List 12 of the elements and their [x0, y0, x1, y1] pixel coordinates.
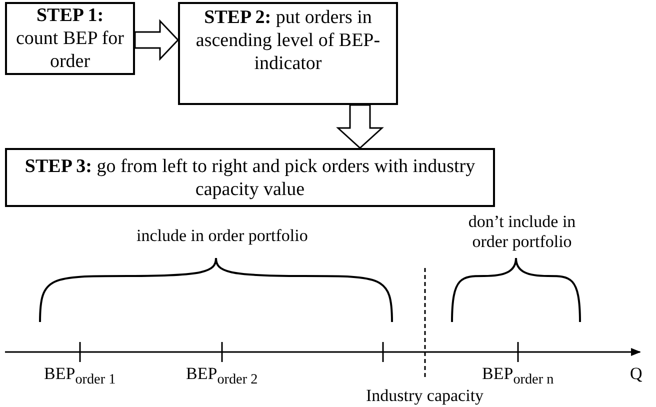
block-arrow	[134, 19, 180, 61]
step-box: STEP 2: put orders in ascending level of BEP-indicator	[178, 2, 398, 105]
tick-label: BEP$_{order 2}$	[186, 364, 258, 390]
brace-label: include in order portfolio	[136, 226, 308, 246]
capacity-label: Industry capacity	[366, 386, 484, 406]
block-arrow	[336, 104, 384, 150]
step-box: STEP 1: count BEP for order	[5, 2, 135, 75]
step-box: STEP 3: go from left to right and pick orders with industry capacity value	[5, 148, 495, 207]
brace-label: don’t include in order portfolio	[467, 212, 577, 252]
tick-label: BEP$_{order n}$	[482, 364, 554, 390]
axis-label: Q	[630, 364, 642, 384]
tick-label: BEP$_{order 1}$	[44, 364, 116, 390]
